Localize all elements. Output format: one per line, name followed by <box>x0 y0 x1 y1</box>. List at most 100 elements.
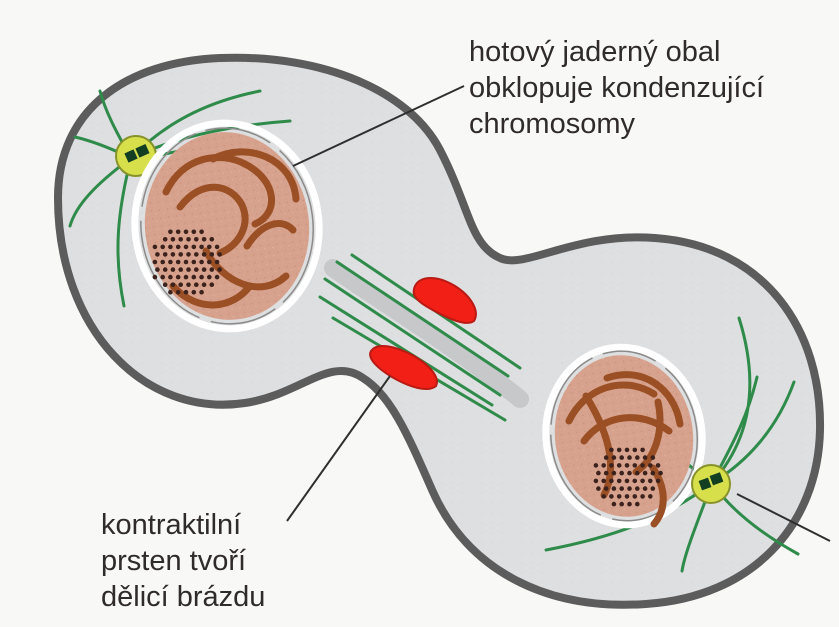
nucleolus-dot <box>619 471 624 476</box>
nucleolus-dot <box>658 471 663 476</box>
nucleolus-dot <box>609 494 614 499</box>
nucleolus-dot <box>635 502 640 507</box>
nucleolus-dot <box>640 494 645 499</box>
nucleolus-dot <box>604 455 609 460</box>
nucleolus-dot <box>625 479 630 484</box>
nucleolus-dot <box>163 252 168 257</box>
contractile-ring-label-line-3: dělicí brázdu <box>101 579 265 615</box>
nucleolus-dot <box>635 455 640 460</box>
nucleolus-dot <box>612 502 617 507</box>
nucleolus-dot <box>176 260 181 265</box>
nuclear-envelope-label-line-3: chromosomy <box>469 106 764 142</box>
nucleolus-dot <box>612 455 617 460</box>
nucleolus-dot <box>601 479 606 484</box>
nucleolus-dot <box>176 245 181 250</box>
nucleolus-dot <box>194 282 199 287</box>
nucleolus-dot <box>596 471 601 476</box>
nucleolus-dot <box>178 237 183 242</box>
nucleolus-dot <box>635 471 640 476</box>
nucleolus-dot <box>163 282 168 287</box>
nucleolus-dot <box>627 471 632 476</box>
nucleolus-dot <box>194 252 199 257</box>
nucleolus-dot <box>186 237 191 242</box>
nucleolus-dot <box>609 448 614 453</box>
nucleolus-dot <box>210 237 215 242</box>
nucleolus-dot <box>171 282 176 287</box>
nucleolus-dot <box>648 463 653 468</box>
nucleolus-dot <box>168 290 173 295</box>
nuclear-envelope-label-line-1: hotový jaderný obal <box>469 34 764 70</box>
nucleolus-dot <box>186 267 191 272</box>
nucleolus-dot <box>635 486 640 491</box>
nucleolus-dot <box>178 252 183 257</box>
nucleolus-dot <box>202 267 207 272</box>
nucleolus-dot <box>594 479 599 484</box>
nucleolus-dot <box>199 245 204 250</box>
nucleolus-dot <box>163 237 168 242</box>
nucleolus-dot <box>184 230 189 235</box>
nucleolus-dot <box>210 252 215 257</box>
nucleolus-dot <box>210 267 215 272</box>
nucleolus-dot <box>640 479 645 484</box>
nucleolus-dot <box>609 479 614 484</box>
nucleolus-dot <box>604 486 609 491</box>
nucleolus-dot <box>594 463 599 468</box>
nucleolus-dot <box>171 252 176 257</box>
nucleolus-dot <box>656 463 661 468</box>
nucleolus-dot <box>215 275 220 280</box>
nucleolus-dot <box>176 230 181 235</box>
nucleolus-dot <box>612 486 617 491</box>
nucleolus-dot <box>640 448 645 453</box>
contractile-ring-leader-line <box>287 376 390 521</box>
nucleolus-dot <box>619 486 624 491</box>
nucleolus-dot <box>202 282 207 287</box>
nucleolus-dot <box>601 494 606 499</box>
nucleolus-dot <box>617 463 622 468</box>
nucleolus-dot <box>192 245 197 250</box>
nucleolus-dot <box>648 494 653 499</box>
nucleolus-dot <box>199 290 204 295</box>
nucleolus-dot <box>186 282 191 287</box>
nucleolus-dot <box>643 486 648 491</box>
nucleolus-dot <box>633 494 638 499</box>
nucleolus-dot <box>176 290 181 295</box>
nucleolus-dot <box>656 479 661 484</box>
nucleolus-dot <box>192 260 197 265</box>
nucleolus-dot <box>160 260 165 265</box>
nucleolus-dot <box>184 290 189 295</box>
nucleolus-dot <box>199 275 204 280</box>
nuclear-envelope-label-line-2: obklopuje kondenzující <box>469 70 764 106</box>
nucleolus-dot <box>171 237 176 242</box>
nucleolus-dot <box>207 260 212 265</box>
nucleolus-dot <box>633 463 638 468</box>
nucleolus-dot <box>163 267 168 272</box>
nucleolus-dot <box>625 448 630 453</box>
nucleolus-dot <box>199 230 204 235</box>
nucleolus-dot <box>178 282 183 287</box>
nucleolus-dot <box>153 245 158 250</box>
nucleolus-dot <box>194 267 199 272</box>
nucleolus-dot <box>617 448 622 453</box>
nucleolus-dot <box>168 230 173 235</box>
nucleolus-dot <box>202 252 207 257</box>
nucleolus-dot <box>202 237 207 242</box>
nucleolus-dot <box>651 471 656 476</box>
nucleolus-dot <box>207 275 212 280</box>
nucleolus-dot <box>215 245 220 250</box>
nucleolus-dot <box>171 267 176 272</box>
nucleolus-dot <box>192 230 197 235</box>
right-centrosome <box>692 465 730 503</box>
nucleolus-dot <box>160 275 165 280</box>
nucleolus-dot <box>153 260 158 265</box>
contractile-ring-label-line-2: prsten tvoří <box>101 543 265 579</box>
nucleolus-dot <box>168 275 173 280</box>
nucleolus-dot <box>627 455 632 460</box>
nucleolus-dot <box>619 502 624 507</box>
nucleolus-dot <box>625 494 630 499</box>
nucleolus-dot <box>643 471 648 476</box>
nucleolus-dot <box>215 260 220 265</box>
nucleolus-dot <box>633 479 638 484</box>
nucleolus-dot <box>178 267 183 272</box>
contractile-ring-label: kontraktilní prsten tvoří dělicí brázdu <box>101 507 265 615</box>
